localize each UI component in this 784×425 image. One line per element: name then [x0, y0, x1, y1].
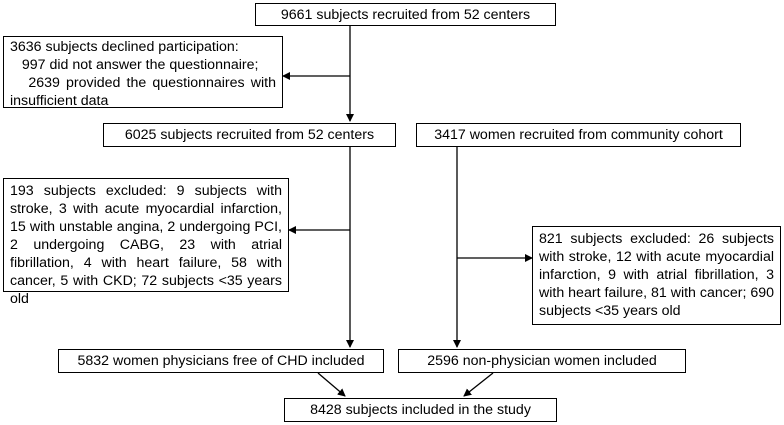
- physicians-included-box: 5832 women physicians free of CHD includ…: [58, 349, 384, 373]
- declined-box: 3636 subjects declined participation: 99…: [3, 36, 283, 109]
- final-included-box: 8428 subjects included in the study: [284, 398, 557, 422]
- arrow-physicians-to-final: [317, 372, 346, 397]
- recruited-all-box: 9661 subjects recruited from 52 centers: [255, 3, 556, 26]
- recruited-52-box: 6025 subjects recruited from 52 centers: [103, 123, 396, 147]
- nonphysicians-included-box: 2596 non-physician women included: [398, 349, 686, 373]
- excluded-physicians-box: 193 subjects excluded: 9 subjects with s…: [3, 178, 289, 307]
- community-cohort-box: 3417 women recruited from community coho…: [416, 123, 741, 147]
- arrow-nonphysicians-to-final: [463, 372, 494, 397]
- excluded-community-box: 821 subjects excluded: 26 subjects with …: [532, 226, 781, 325]
